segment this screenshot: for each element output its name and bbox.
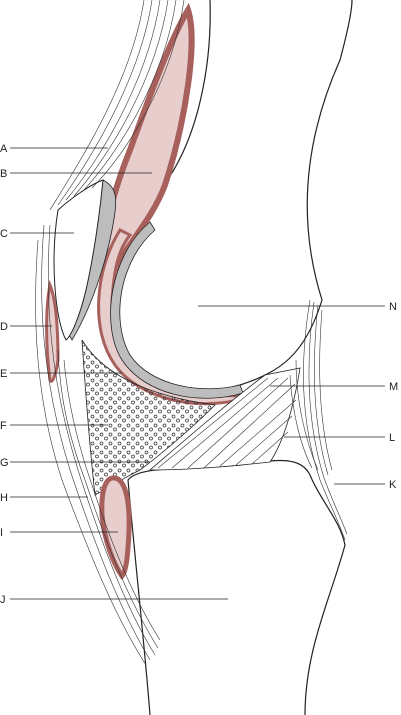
patellar-ligament-fibers	[35, 224, 161, 666]
label-j: J	[0, 594, 6, 606]
label-e: E	[0, 368, 7, 380]
label-c: C	[0, 228, 8, 240]
tibia-outline	[127, 460, 346, 715]
label-i: I	[0, 527, 3, 539]
posterior-capsule-fibers	[289, 299, 348, 541]
label-m: M	[389, 381, 398, 393]
label-b: B	[0, 168, 7, 180]
infrapatellar-fat-pad	[81, 339, 216, 496]
cruciate-ligament-fibers	[157, 377, 297, 469]
label-g: G	[0, 457, 9, 469]
label-f: F	[0, 420, 7, 432]
label-k: K	[389, 479, 397, 491]
infrapatellar-bursa	[99, 475, 132, 580]
label-l: L	[389, 432, 395, 444]
label-n: N	[389, 301, 397, 313]
letter-labels: A B C D E F G H I J K L M N	[0, 143, 398, 606]
cruciate-ligament-band	[148, 367, 301, 471]
label-a: A	[0, 143, 8, 155]
label-h: H	[0, 492, 8, 504]
quadriceps-tendon-fibers	[49, 0, 185, 211]
leader-lines	[10, 147, 385, 600]
label-d: D	[0, 321, 8, 333]
